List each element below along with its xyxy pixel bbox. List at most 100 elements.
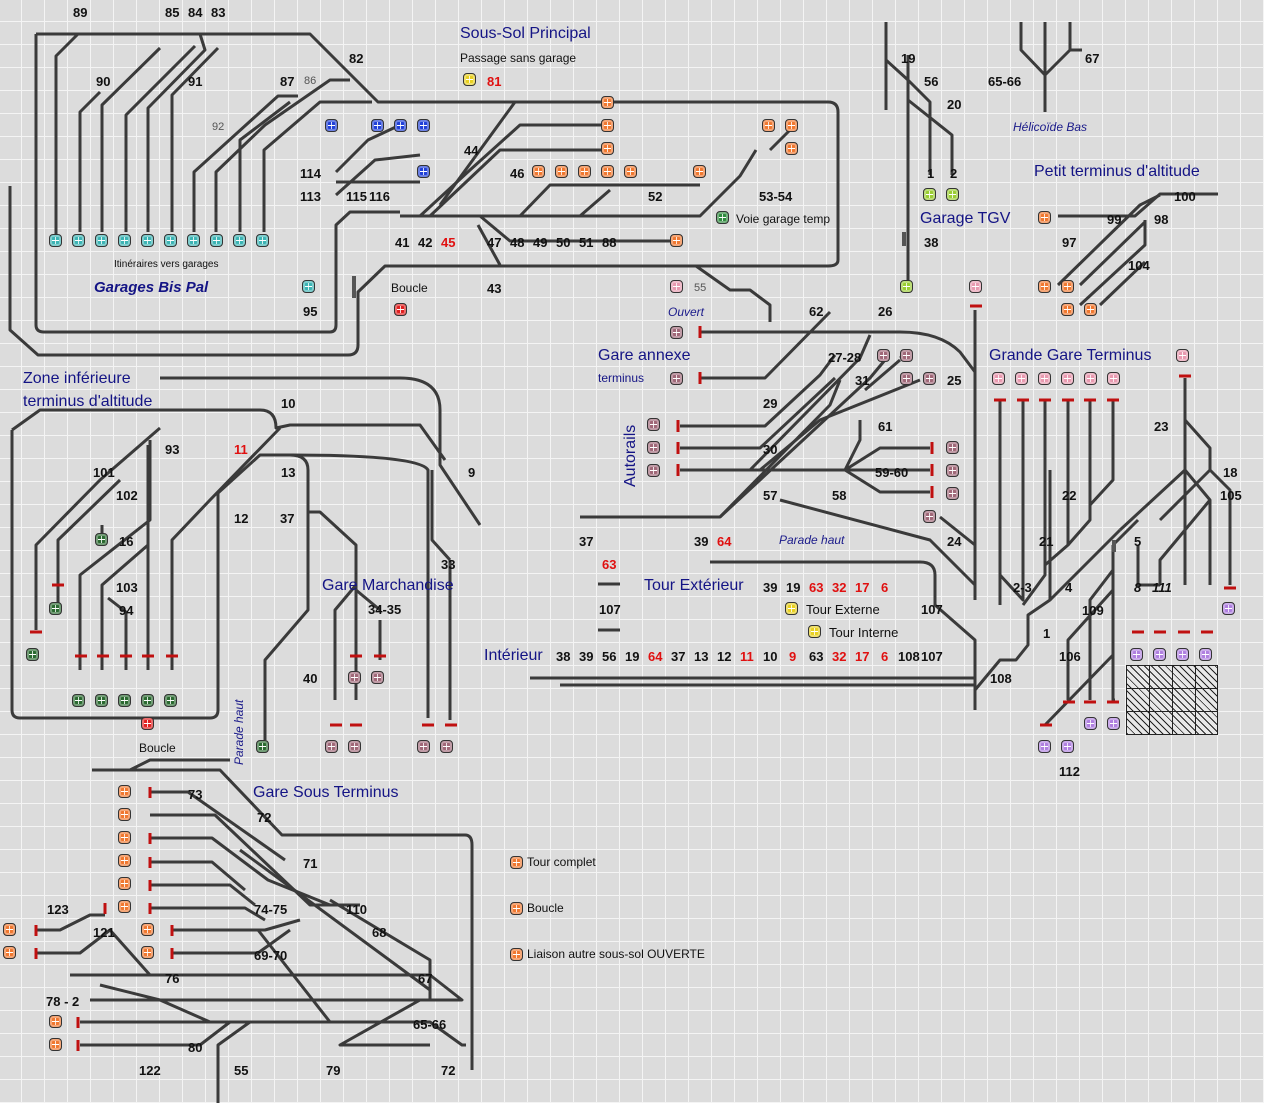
route-button-mauve[interactable] — [877, 349, 890, 362]
route-button-orange[interactable] — [1038, 280, 1051, 293]
route-button-lightgreen[interactable] — [946, 188, 959, 201]
route-button-mauve[interactable] — [647, 464, 660, 477]
route-button-teal[interactable] — [256, 234, 269, 247]
route-button-orange[interactable] — [1038, 211, 1051, 224]
route-button-darkgreen[interactable] — [26, 648, 39, 661]
route-button-pink[interactable] — [1061, 372, 1074, 385]
route-button-orange[interactable] — [118, 831, 131, 844]
route-button-darkgreen[interactable] — [141, 694, 154, 707]
route-button-pink[interactable] — [1015, 372, 1028, 385]
route-button-teal[interactable] — [118, 234, 131, 247]
route-button-blue[interactable] — [394, 119, 407, 132]
route-button-yellow[interactable] — [808, 625, 821, 638]
route-button-orange[interactable] — [1061, 303, 1074, 316]
route-button-teal[interactable] — [164, 234, 177, 247]
orange-signal-icon[interactable] — [510, 948, 523, 962]
route-button-teal[interactable] — [141, 234, 154, 247]
route-button-mauve[interactable] — [670, 326, 683, 339]
route-button-orange[interactable] — [785, 119, 798, 132]
route-button-purple[interactable] — [1084, 717, 1097, 730]
route-button-purple[interactable] — [1107, 717, 1120, 730]
route-button-pink[interactable] — [1038, 372, 1051, 385]
route-button-green[interactable] — [716, 211, 729, 224]
route-button-purple[interactable] — [1038, 740, 1051, 753]
route-button-purple[interactable] — [1130, 648, 1143, 661]
route-button-orange[interactable] — [141, 946, 154, 959]
route-button-blue[interactable] — [417, 119, 430, 132]
orange-signal-icon[interactable] — [510, 856, 523, 870]
route-button-mauve[interactable] — [348, 740, 361, 753]
route-button-purple[interactable] — [1176, 648, 1189, 661]
route-button-mauve[interactable] — [946, 464, 959, 477]
route-button-teal[interactable] — [210, 234, 223, 247]
route-button-mauve[interactable] — [325, 740, 338, 753]
route-button-darkgreen[interactable] — [95, 533, 108, 546]
route-button-teal[interactable] — [302, 280, 315, 293]
route-button-orange[interactable] — [118, 900, 131, 913]
route-button-purple[interactable] — [1061, 740, 1074, 753]
route-button-red[interactable] — [394, 303, 407, 316]
route-button-teal[interactable] — [72, 234, 85, 247]
route-button-teal[interactable] — [49, 234, 62, 247]
route-button-darkgreen[interactable] — [118, 694, 131, 707]
route-button-pink[interactable] — [670, 280, 683, 293]
route-button-mauve[interactable] — [900, 349, 913, 362]
route-button-mauve[interactable] — [348, 671, 361, 684]
orange-signal-icon[interactable] — [510, 902, 523, 916]
route-button-orange[interactable] — [3, 923, 16, 936]
route-button-red[interactable] — [141, 717, 154, 730]
route-button-orange[interactable] — [3, 946, 16, 959]
route-button-orange[interactable] — [762, 119, 775, 132]
route-button-purple[interactable] — [1222, 602, 1235, 615]
route-button-blue[interactable] — [325, 119, 338, 132]
route-button-orange[interactable] — [670, 234, 683, 247]
route-button-lightgreen[interactable] — [900, 280, 913, 293]
route-button-purple[interactable] — [1199, 648, 1212, 661]
route-button-mauve[interactable] — [900, 372, 913, 385]
route-button-orange[interactable] — [785, 142, 798, 155]
route-button-yellow[interactable] — [463, 73, 476, 86]
route-button-darkgreen[interactable] — [95, 694, 108, 707]
route-button-orange[interactable] — [693, 165, 706, 178]
route-button-darkgreen[interactable] — [72, 694, 85, 707]
route-button-orange[interactable] — [578, 165, 591, 178]
route-button-mauve[interactable] — [923, 372, 936, 385]
route-button-orange[interactable] — [49, 1015, 62, 1028]
route-button-mauve[interactable] — [647, 441, 660, 454]
route-button-orange[interactable] — [601, 119, 614, 132]
route-button-orange[interactable] — [624, 165, 637, 178]
route-button-orange[interactable] — [1084, 303, 1097, 316]
route-button-mauve[interactable] — [946, 487, 959, 500]
route-button-teal[interactable] — [233, 234, 246, 247]
route-button-orange[interactable] — [532, 165, 545, 178]
route-button-yellow[interactable] — [785, 602, 798, 615]
route-button-orange[interactable] — [118, 877, 131, 890]
route-button-pink[interactable] — [992, 372, 1005, 385]
route-button-orange[interactable] — [601, 165, 614, 178]
route-button-orange[interactable] — [118, 808, 131, 821]
route-button-orange[interactable] — [1061, 280, 1074, 293]
route-button-pink[interactable] — [1084, 372, 1097, 385]
route-button-orange[interactable] — [141, 923, 154, 936]
route-button-orange[interactable] — [118, 785, 131, 798]
route-button-darkgreen[interactable] — [164, 694, 177, 707]
route-button-mauve[interactable] — [946, 441, 959, 454]
route-button-orange[interactable] — [601, 142, 614, 155]
route-button-orange[interactable] — [555, 165, 568, 178]
route-button-orange[interactable] — [118, 854, 131, 867]
route-button-teal[interactable] — [95, 234, 108, 247]
route-button-mauve[interactable] — [440, 740, 453, 753]
route-button-mauve[interactable] — [670, 372, 683, 385]
route-button-orange[interactable] — [49, 1038, 62, 1051]
route-button-mauve[interactable] — [647, 418, 660, 431]
route-button-darkgreen[interactable] — [256, 740, 269, 753]
route-button-blue[interactable] — [371, 119, 384, 132]
route-button-pink[interactable] — [1176, 349, 1189, 362]
route-button-blue[interactable] — [417, 165, 430, 178]
route-button-purple[interactable] — [1153, 648, 1166, 661]
route-button-mauve[interactable] — [417, 740, 430, 753]
route-button-orange[interactable] — [601, 96, 614, 109]
route-button-pink[interactable] — [1107, 372, 1120, 385]
route-button-pink[interactable] — [969, 280, 982, 293]
route-button-lightgreen[interactable] — [923, 188, 936, 201]
